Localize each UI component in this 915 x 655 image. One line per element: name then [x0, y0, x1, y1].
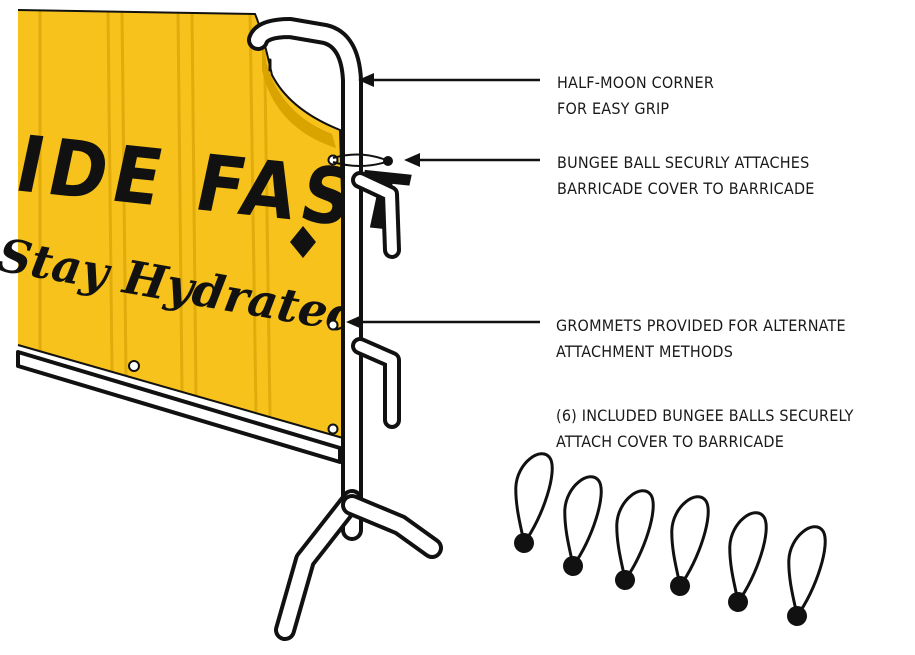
- grommet: [329, 425, 338, 434]
- callout-line: (6) INCLUDED BUNGEE BALLS SECURELY: [556, 403, 854, 429]
- bungee-ball: [751, 522, 860, 630]
- callout-line: HALF-MOON CORNER: [557, 70, 714, 96]
- bungee-ball: [527, 472, 636, 580]
- callout-bungee-ball: BUNGEE BALL SECURLY ATTACHES BARRICADE C…: [557, 150, 815, 202]
- grommet: [329, 321, 338, 330]
- callout-line: FOR EASY GRIP: [557, 96, 714, 122]
- callout-line: ATTACH COVER TO BARRICADE: [556, 429, 854, 455]
- callout-line: ATTACHMENT METHODS: [556, 339, 846, 365]
- callout-line: GROMMETS PROVIDED FOR ALTERNATE: [556, 313, 846, 339]
- callout-included-bungee-balls: (6) INCLUDED BUNGEE BALLS SECURELY ATTAC…: [556, 403, 854, 455]
- callout-line: BUNGEE BALL SECURLY ATTACHES: [557, 150, 815, 176]
- bungee-ball: [478, 449, 587, 557]
- callout-line: BARRICADE COVER TO BARRICADE: [557, 176, 815, 202]
- callout-half-moon-corner: HALF-MOON CORNER FOR EASY GRIP: [557, 70, 714, 122]
- grommet: [129, 361, 139, 371]
- bungee-ball-icon: [383, 156, 393, 166]
- bungee-ball: [634, 492, 743, 600]
- bungee-balls: [478, 449, 860, 630]
- callout-grommets: GROMMETS PROVIDED FOR ALTERNATE ATTACHME…: [556, 313, 846, 365]
- bungee-ball: [692, 508, 801, 616]
